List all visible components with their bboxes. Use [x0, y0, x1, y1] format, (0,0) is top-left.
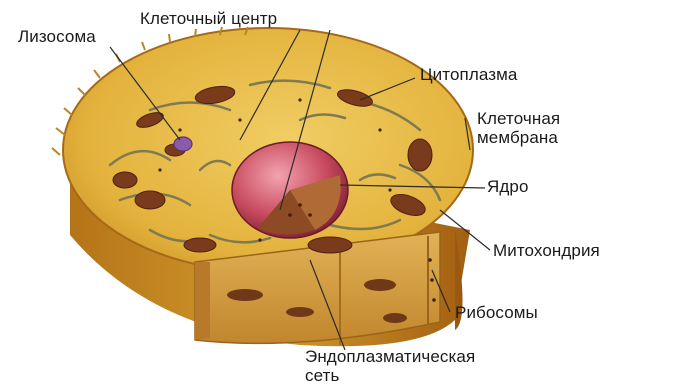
label-cell-membrane: Клеточная мембрана: [477, 109, 560, 147]
label-endoplasmic-reticulum: Эндоплазматическая сеть: [305, 347, 475, 385]
label-cell-center: Клеточный центр: [140, 9, 277, 28]
label-mitochondria: Митохондрия: [493, 241, 600, 260]
label-lysosome: Лизосома: [18, 27, 96, 46]
label-nucleus: Ядро: [487, 177, 529, 196]
label-cytoplasm: Цитоплазма: [420, 65, 517, 84]
label-cell-membrane-line2: мембрана: [477, 128, 560, 147]
label-er-line1: Эндоплазматическая: [305, 347, 475, 366]
lysosome-organelle: [174, 137, 192, 151]
nucleus-organelle: [232, 142, 348, 238]
label-ribosomes: Рибосомы: [455, 303, 538, 322]
label-cell-membrane-line1: Клеточная: [477, 109, 560, 128]
label-er-line2: сеть: [305, 366, 475, 385]
